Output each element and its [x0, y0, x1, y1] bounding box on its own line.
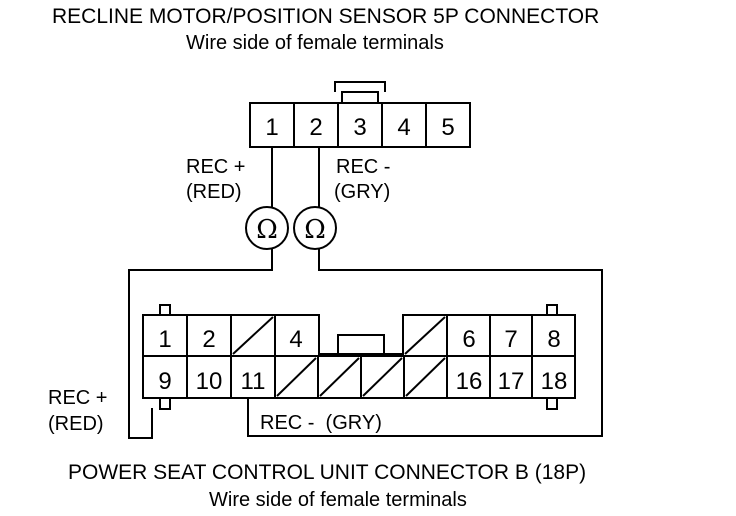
bottom-connector: 1 2 4 6 7 8 9 10 11 16 17 18: [142, 304, 576, 410]
bottom-connector-title: POWER SEAT CONTROL UNIT CONNECTOR B (18P…: [68, 461, 586, 484]
bottom-pin-18: 18: [541, 368, 568, 395]
bottom-connector-subtitle: Wire side of female terminals: [209, 489, 467, 511]
top-connector-title: RECLINE MOTOR/POSITION SENSOR 5P CONNECT…: [52, 5, 599, 28]
wire-rec-minus: [247, 249, 603, 437]
meter-left-label-2: (RED): [186, 181, 242, 203]
bottom-pin-16: 16: [456, 368, 483, 395]
bottom-pin-7: 7: [504, 326, 517, 353]
top-pin-5: 5: [441, 114, 454, 141]
bottom-pin-6: 6: [462, 326, 475, 353]
top-pin-3: 3: [353, 114, 366, 141]
meter-left-label-1: REC +: [186, 156, 245, 178]
rec-minus-label: REC - (GRY): [260, 412, 382, 434]
bottom-pin-8: 8: [547, 326, 560, 353]
ohm-icon: Ω: [256, 215, 278, 245]
bottom-pin-1: 1: [158, 326, 171, 353]
wire-rec-plus: [128, 249, 273, 439]
rec-plus-label-2: (RED): [48, 413, 104, 435]
rec-plus-label-1: REC +: [48, 387, 107, 409]
bottom-pin-17: 17: [498, 368, 525, 395]
top-connector: 1 2 3 4 5: [249, 81, 471, 148]
top-pin-1: 1: [265, 114, 278, 141]
bottom-pin-11: 11: [241, 368, 266, 395]
ohmmeter-left: Ω: [245, 206, 289, 250]
meter-right-label-1: REC -: [336, 156, 390, 178]
bottom-pin-9: 9: [158, 368, 171, 395]
top-pin-2: 2: [309, 114, 322, 141]
top-connector-subtitle: Wire side of female terminals: [186, 32, 444, 54]
ohmmeter-right: Ω: [293, 206, 337, 250]
bottom-pin-4: 4: [289, 326, 302, 353]
ohm-icon: Ω: [304, 215, 326, 245]
bottom-pin-10: 10: [196, 368, 223, 395]
top-pin-4: 4: [397, 114, 410, 141]
meter-right-label-2: (GRY): [334, 181, 390, 203]
bottom-pin-2: 2: [202, 326, 215, 353]
